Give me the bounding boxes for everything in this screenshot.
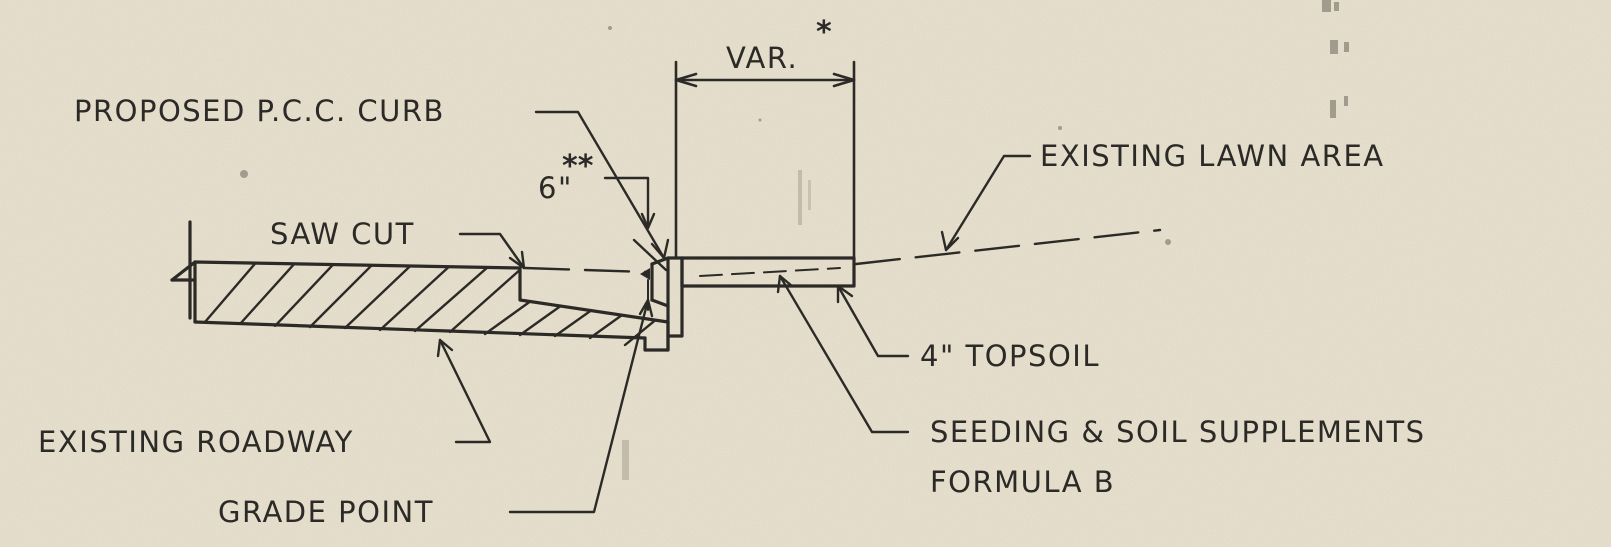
label-var: VAR. [726, 41, 799, 75]
label-six-inch: 6" [538, 171, 573, 205]
leader-existing-roadway [436, 338, 492, 444]
label-topsoil: 4" TOPSOIL [920, 339, 1100, 373]
label-seeding-line2: FORMULA B [930, 465, 1116, 499]
leader-saw-cut [458, 232, 526, 270]
paper-specks [240, 0, 1349, 480]
topsoil-layer [680, 256, 856, 288]
leader-existing-lawn [940, 154, 1032, 252]
var-dimension [674, 60, 856, 260]
label-proposed-curb: PROPOSED P.C.C. CURB [74, 94, 445, 128]
label-var-mark: * [816, 15, 832, 50]
label-existing-roadway: EXISTING ROADWAY [38, 425, 354, 459]
leader-seeding [776, 274, 910, 434]
label-six-inch-mark: ** [562, 149, 594, 184]
leader-grade-point [508, 298, 654, 514]
label-saw-cut: SAW CUT [270, 217, 415, 251]
label-existing-lawn: EXISTING LAWN AREA [1040, 139, 1385, 173]
label-grade-point: GRADE POINT [218, 495, 434, 529]
label-seeding-line1: SEEDING & SOIL SUPPLEMENTS [930, 415, 1426, 449]
existing-grade-dashed [523, 228, 1162, 274]
leader-topsoil [836, 284, 910, 358]
leader-six-inch [603, 176, 668, 272]
leader-proposed-curb [534, 110, 670, 260]
grade-point-marker [640, 268, 650, 311]
